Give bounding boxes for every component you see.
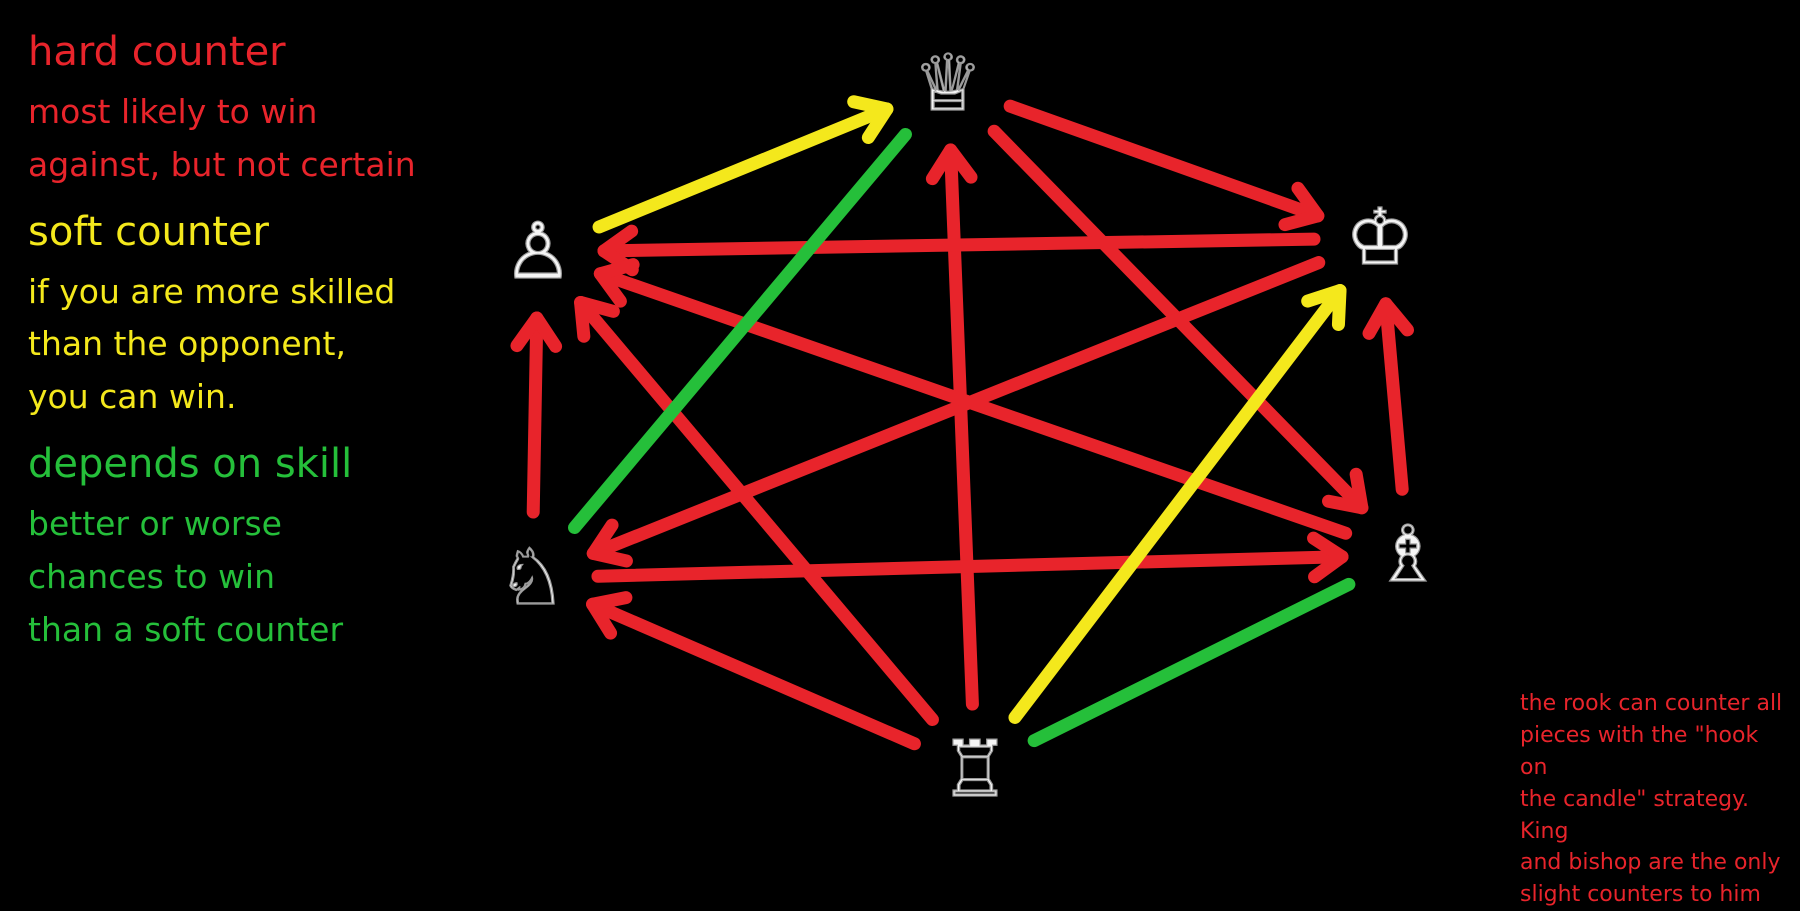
arrow-head bbox=[925, 143, 978, 186]
skill-arrow-rook-to-bishop bbox=[1027, 577, 1356, 748]
legend-skill-title: depends on skill bbox=[28, 440, 353, 487]
arrow-head bbox=[510, 311, 563, 353]
arrow-head bbox=[586, 518, 633, 568]
arrow-shaft bbox=[1379, 297, 1409, 496]
arrow-head bbox=[586, 591, 633, 640]
white-king-icon: ♔ bbox=[1345, 193, 1415, 283]
white-bishop-icon: ♗ bbox=[1373, 510, 1443, 600]
hard-arrow-bishop-to-pawn bbox=[593, 258, 1353, 540]
legend-soft-desc: if you are more skilled than the opponen… bbox=[28, 271, 396, 417]
hard-arrow-queen-to-king bbox=[1003, 99, 1325, 232]
arrow-head bbox=[574, 295, 620, 343]
arrow-shaft bbox=[1003, 99, 1325, 223]
arrow-shaft bbox=[586, 256, 1326, 560]
hard-arrow-rook-to-queen bbox=[925, 143, 979, 711]
arrow-shaft bbox=[944, 143, 979, 711]
skill-arrow-queen-to-knight bbox=[568, 127, 912, 535]
legend-soft-title: soft counter bbox=[28, 208, 269, 255]
arrow-shaft bbox=[591, 550, 1349, 583]
arrow-head bbox=[1362, 297, 1415, 340]
hard-arrow-rook-to-pawn bbox=[574, 295, 939, 727]
white-rook-icon: ♖ bbox=[940, 725, 1010, 815]
arrow-head bbox=[1301, 284, 1347, 331]
soft-arrow-pawn-to-queen bbox=[592, 95, 894, 234]
soft-arrow-rook-to-king bbox=[1008, 284, 1347, 724]
arrow-shaft bbox=[586, 597, 921, 751]
legend-hard-desc: most likely to win against, but not cert… bbox=[28, 92, 416, 184]
arrow-shaft bbox=[568, 127, 912, 535]
counter-arrows bbox=[510, 95, 1415, 751]
arrow-head bbox=[1307, 531, 1349, 584]
white-knight-icon: ♘ bbox=[497, 533, 567, 623]
arrow-head bbox=[1278, 181, 1325, 232]
white-queen-icon: ♕ bbox=[913, 39, 983, 129]
legend-hard-title: hard counter bbox=[28, 29, 286, 75]
arrow-shaft bbox=[592, 102, 894, 234]
arrow-shaft bbox=[1027, 577, 1356, 748]
arrow-head bbox=[847, 95, 894, 145]
legend-skill-desc: better or worse chances to win than a so… bbox=[28, 503, 344, 649]
rook-note: the rook can counter all pieces with the… bbox=[1520, 691, 1783, 908]
arrow-shaft bbox=[1008, 284, 1347, 724]
arrow-shaft bbox=[526, 311, 544, 519]
arrow-shaft bbox=[574, 295, 939, 727]
arrow-head bbox=[593, 258, 640, 308]
hard-arrow-knight-to-pawn bbox=[510, 311, 563, 519]
counter-diagram: ♕ ♔ ♙ ♘ ♗ ♖ bbox=[496, 38, 1443, 815]
arrow-shaft bbox=[597, 232, 1321, 258]
hard-arrow-bishop-to-king bbox=[1362, 297, 1415, 496]
hard-arrow-king-to-knight bbox=[586, 256, 1326, 568]
hard-arrow-rook-to-knight bbox=[586, 591, 921, 751]
chess-pieces: ♕ ♔ ♙ ♘ ♗ ♖ bbox=[496, 38, 1443, 815]
arrow-shaft bbox=[593, 267, 1353, 540]
hard-arrow-knight-to-bishop bbox=[591, 531, 1349, 584]
white-pawn-icon: ♙ bbox=[503, 207, 573, 297]
arrow-head bbox=[1322, 467, 1369, 515]
legend: hard counter most likely to win against,… bbox=[28, 28, 468, 672]
